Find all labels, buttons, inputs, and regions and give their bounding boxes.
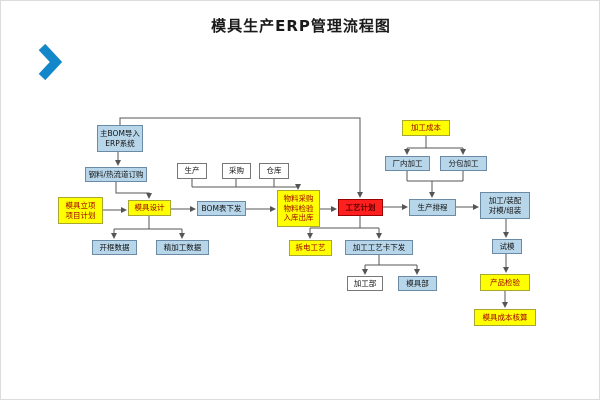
node-subcontract: 分包加工 (440, 156, 487, 171)
node-production: 生产 (177, 163, 207, 179)
node-assembly: 加工/装配 对模/组装 (480, 192, 530, 219)
node-processing-dept: 加工部 (347, 276, 383, 291)
node-finish-data: 精加工数据 (156, 240, 209, 255)
node-frame-data: 开框数据 (92, 240, 137, 255)
node-mold-design: 模具设计 (128, 200, 171, 216)
node-material: 物料采购 物料检验 入库出库 (277, 190, 320, 227)
node-inhouse: 厂内加工 (385, 156, 430, 171)
node-project-init: 模具立项 项目计划 (58, 197, 103, 224)
node-product-inspect: 产品检验 (480, 274, 530, 291)
node-trial: 试模 (492, 239, 522, 254)
node-purchasing: 采购 (222, 163, 251, 179)
node-steel-order: 钢料/热流道订购 (85, 167, 147, 182)
page-title: 模具生产ERP管理流程图 (211, 17, 391, 35)
node-electrode: 拆电工艺 (289, 240, 332, 256)
node-mold-dept: 模具部 (398, 276, 437, 291)
node-processing-cost: 加工成本 (402, 120, 450, 136)
node-bom-issue: BOM表下发 (197, 201, 246, 216)
node-main-bom: 主BOM导入 ERP系统 (97, 125, 143, 152)
chevron-right-icon (38, 43, 63, 81)
node-cost-accounting: 模具成本核算 (474, 309, 536, 326)
node-card-issue: 加工工艺卡下发 (345, 240, 413, 255)
node-process-plan: 工艺计划 (338, 199, 383, 216)
node-warehouse: 仓库 (259, 163, 289, 179)
node-prod-schedule: 生产排程 (409, 199, 456, 216)
